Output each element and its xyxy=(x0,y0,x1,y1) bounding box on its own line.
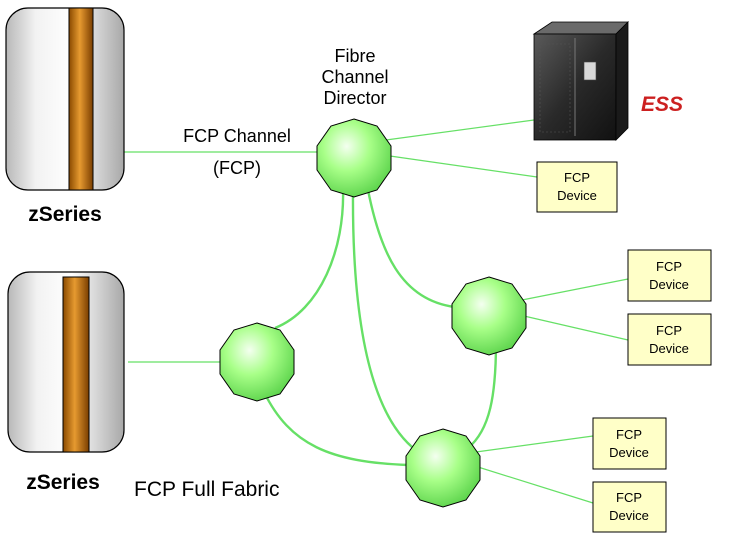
link-switch-right-device3 xyxy=(523,315,629,341)
mainframe-label: zSeries xyxy=(26,471,100,494)
fabric-link-director-bottom-a xyxy=(351,189,413,448)
fcp-device-line1: FCP xyxy=(616,490,642,505)
ess-panel-window xyxy=(583,61,597,81)
fcp-device-line2: Device xyxy=(649,277,689,292)
fcp-device-box xyxy=(627,313,712,366)
ess-side-face xyxy=(615,21,629,141)
fcp-device: FCP Device xyxy=(627,249,712,302)
fcp-device: FCP Device xyxy=(536,161,618,213)
fcp-device-line1: FCP xyxy=(564,170,590,185)
fabric-switch-right xyxy=(451,276,527,356)
fabric-switch-left xyxy=(219,322,295,402)
fcp-device-line1: FCP xyxy=(656,323,682,338)
mainframe-zseries-bottom: zSeries xyxy=(7,271,125,494)
channel-label: FCP Channel (FCP) xyxy=(183,126,291,178)
fcp-device-line1: FCP xyxy=(656,259,682,274)
ess-top-face xyxy=(532,21,629,35)
link-switch-bottom-device5 xyxy=(477,466,594,504)
fabric-label: FCP Full Fabric xyxy=(134,478,279,501)
fcp-device-line1: FCP xyxy=(616,427,642,442)
mainframe-core xyxy=(68,7,94,191)
links xyxy=(124,119,629,504)
fcp-device: FCP Device xyxy=(592,417,667,470)
director-label-line2: Channel xyxy=(321,67,388,87)
fabric-link-director-right xyxy=(366,189,456,309)
mainframe-zseries-top: zSeries xyxy=(5,7,125,226)
fcp-device-box xyxy=(536,161,618,213)
fcp-device-line2: Device xyxy=(609,445,649,460)
director-label: Fibre Channel Director xyxy=(321,46,388,108)
fcp-device-line2: Device xyxy=(609,508,649,523)
director-switch xyxy=(316,118,392,198)
mainframe-core xyxy=(62,276,90,453)
ess-vent-left xyxy=(539,43,571,133)
fcp-device: FCP Device xyxy=(627,313,712,366)
fcp-device: FCP Device xyxy=(592,481,667,533)
switches xyxy=(219,118,527,508)
link-switch-right-device2 xyxy=(521,278,629,301)
fcp-device-line2: Device xyxy=(649,341,689,356)
channel-label-line2: (FCP) xyxy=(213,158,261,178)
link-director-device1 xyxy=(389,155,538,178)
channel-label-line1: FCP Channel xyxy=(183,126,291,146)
director-label-line3: Director xyxy=(323,88,386,108)
fabric-switch-bottom xyxy=(405,428,481,508)
fcp-device-box xyxy=(627,249,712,302)
link-director-ess xyxy=(385,119,535,141)
fabric-link-director-left xyxy=(274,187,345,330)
fcp-device-box xyxy=(592,481,667,533)
fcp-device-box xyxy=(592,417,667,470)
link-switch-bottom-device4 xyxy=(475,435,594,453)
fcp-device-line2: Device xyxy=(557,188,597,203)
ess-storage: ESS xyxy=(532,21,683,141)
mainframe-body xyxy=(5,7,125,191)
fabric-link-left-bottom xyxy=(262,391,409,467)
ess-label: ESS xyxy=(641,93,683,116)
fabric-link-right-bottom xyxy=(467,341,498,449)
director-label-line1: Fibre xyxy=(334,46,375,66)
mainframe-label: zSeries xyxy=(28,203,102,226)
